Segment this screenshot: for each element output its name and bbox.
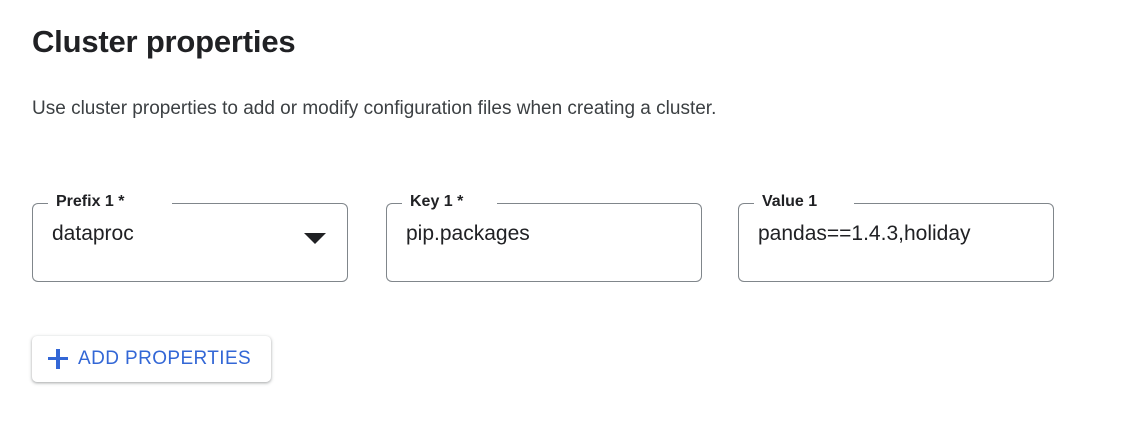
outline-notch-end bbox=[497, 203, 691, 204]
outline-notch-start bbox=[397, 203, 402, 204]
key-field[interactable]: Key 1 * pip.packages bbox=[386, 192, 702, 282]
value-field-label: Value 1 bbox=[758, 192, 822, 212]
plus-icon bbox=[48, 349, 68, 369]
add-properties-button[interactable]: ADD PROPERTIES bbox=[32, 336, 272, 382]
prefix-field[interactable]: Prefix 1 * dataproc bbox=[32, 192, 348, 282]
outline-notch-end bbox=[854, 203, 1043, 204]
outline-right bbox=[690, 203, 702, 282]
outline-bottom bbox=[397, 281, 691, 282]
key-field-label: Key 1 * bbox=[406, 192, 468, 212]
page-title: Cluster properties bbox=[32, 24, 296, 59]
key-input[interactable]: pip.packages bbox=[406, 222, 530, 245]
page-description: Use cluster properties to add or modify … bbox=[32, 98, 717, 119]
outline-left bbox=[738, 203, 750, 282]
outline-notch-start bbox=[43, 203, 48, 204]
prefix-select-value[interactable]: dataproc bbox=[52, 222, 134, 245]
outline-bottom bbox=[43, 281, 337, 282]
outline-bottom bbox=[749, 281, 1043, 282]
outline-notch-end bbox=[172, 203, 337, 204]
chevron-down-icon[interactable] bbox=[304, 233, 326, 244]
value-input[interactable]: pandas==1.4.3,holiday bbox=[758, 222, 971, 245]
outline-left bbox=[32, 203, 44, 282]
outline-notch-start bbox=[749, 203, 754, 204]
outline-right bbox=[1042, 203, 1054, 282]
properties-row: Prefix 1 * dataproc Key 1 * pip.packages bbox=[32, 192, 1092, 285]
outline-right bbox=[336, 203, 348, 282]
add-properties-label: ADD PROPERTIES bbox=[78, 348, 252, 369]
value-field[interactable]: Value 1 pandas==1.4.3,holiday bbox=[738, 192, 1054, 282]
prefix-field-label: Prefix 1 * bbox=[52, 192, 129, 212]
outline-left bbox=[386, 203, 398, 282]
